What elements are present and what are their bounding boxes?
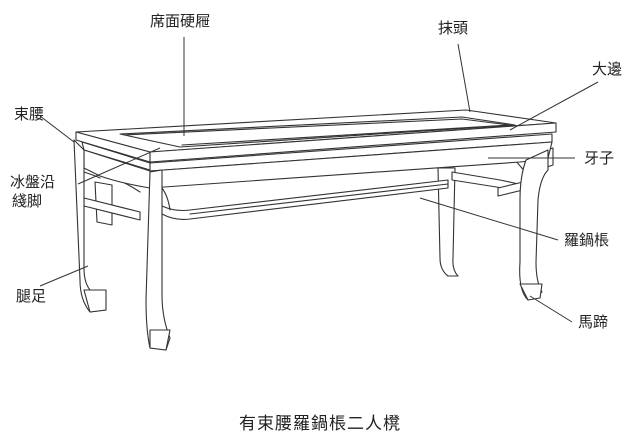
leader-lines xyxy=(39,37,599,323)
label-leg-foot: 腿足 xyxy=(16,287,47,305)
label-edge-moulding: 抹頭 xyxy=(438,19,469,37)
label-seat-panel: 席面硬屜 xyxy=(150,12,211,30)
seat-top xyxy=(75,109,557,163)
leader-horse-hoof xyxy=(529,295,573,323)
label-long-edge: 大邊 xyxy=(592,60,623,78)
label-luoguo-stretcher: 羅鍋棖 xyxy=(564,231,610,249)
label-ice-tray-edge-line1: 冰盤沿 xyxy=(10,173,56,191)
leader-leg-foot xyxy=(39,265,89,287)
label-horse-hoof: 馬蹄 xyxy=(578,313,609,331)
leader-long-edge xyxy=(509,81,599,131)
leader-luoguo-stretcher xyxy=(419,197,559,241)
back-right-leg xyxy=(437,167,459,277)
front-right-leg xyxy=(145,169,171,351)
leader-edge-moulding xyxy=(457,43,471,113)
front-luoguo-stretcher xyxy=(161,179,449,220)
label-apron: 牙子 xyxy=(584,149,615,167)
diagram-caption: 有束腰羅鍋棖二人櫈 xyxy=(239,414,401,434)
waist-and-apron xyxy=(81,133,553,189)
right-front-leg xyxy=(519,149,549,301)
leader-waist xyxy=(39,115,75,143)
leader-ice-tray-edge xyxy=(77,147,161,185)
label-ice-tray-edge-line2: 綫脚 xyxy=(12,192,43,210)
label-waist: 束腰 xyxy=(14,105,45,123)
